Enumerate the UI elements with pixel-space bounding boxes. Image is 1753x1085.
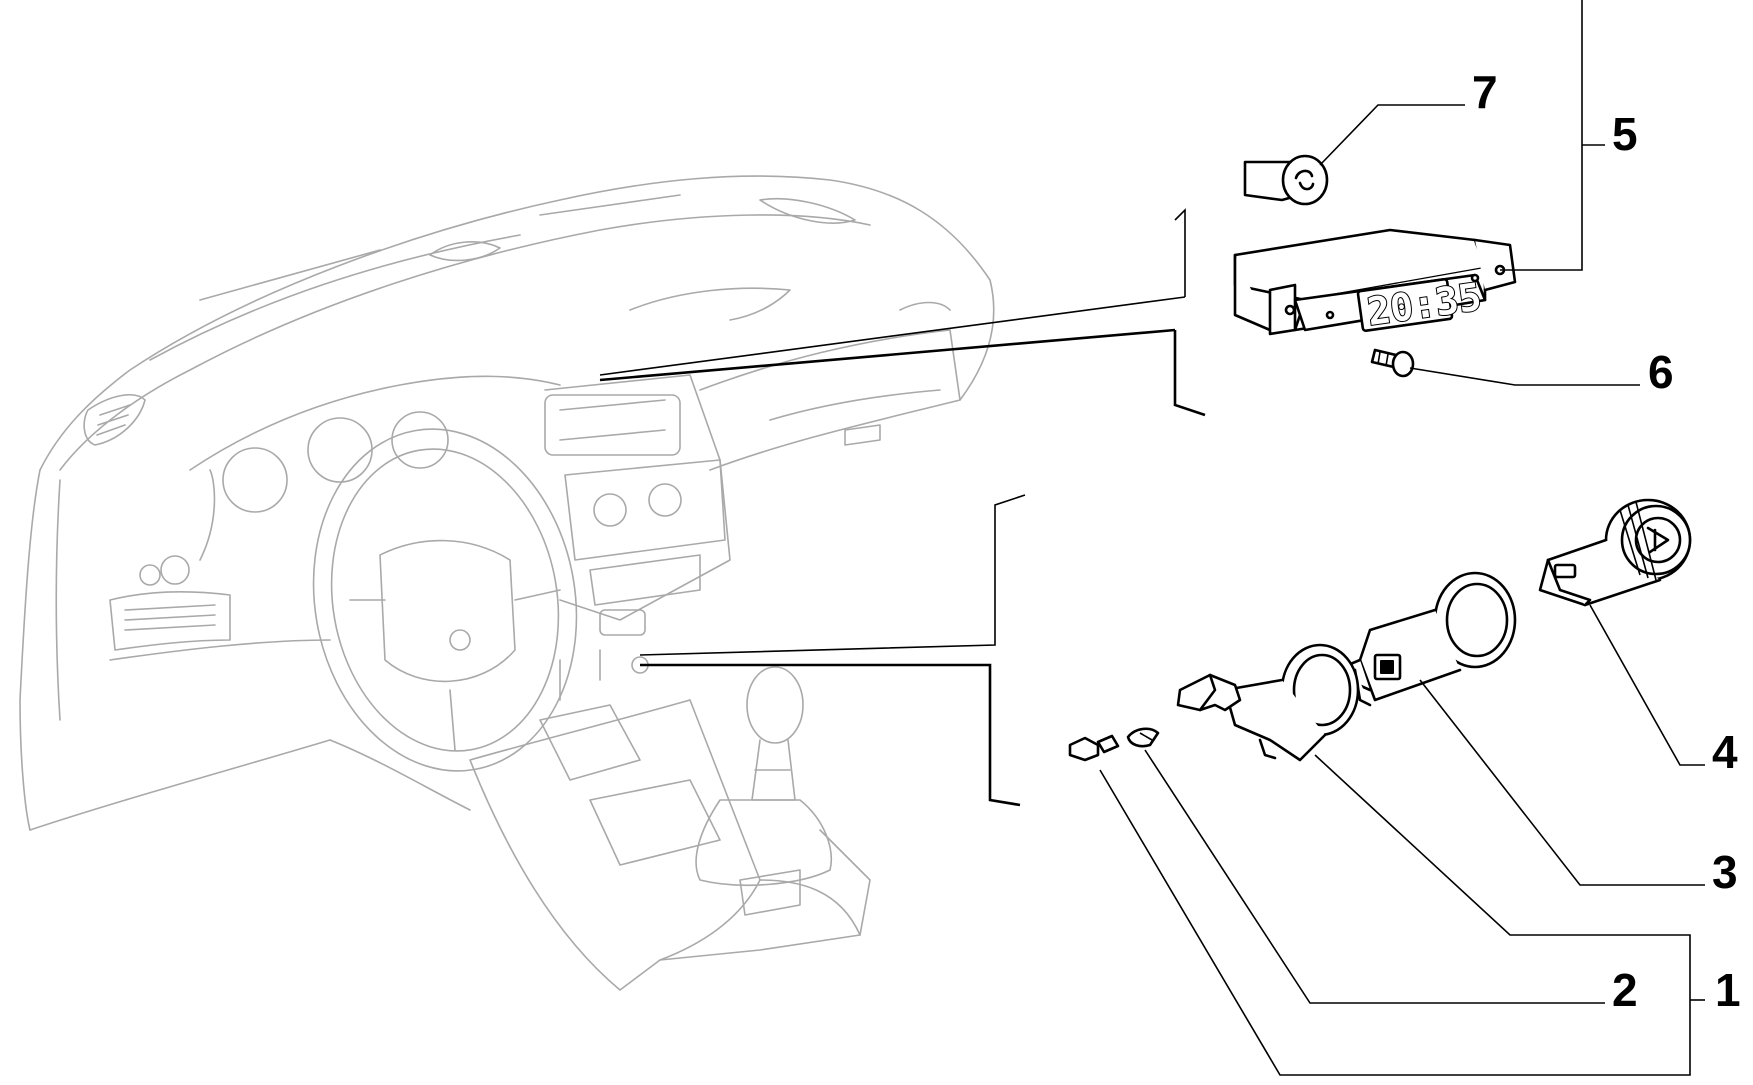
callout-5: 5 — [1612, 108, 1638, 160]
callout-3: 3 — [1712, 846, 1738, 898]
dashboard-illustration — [19, 175, 995, 991]
callout-4: 4 — [1712, 726, 1738, 778]
leader-lines — [599, 208, 1206, 807]
part-5-clock: 20:35 — [1233, 228, 1517, 336]
part-2-socket-housing — [1176, 643, 1360, 762]
callout-7: 7 — [1472, 66, 1498, 118]
callout-leaders — [1099, 0, 1705, 1076]
callout-2: 2 — [1612, 964, 1638, 1016]
part-7-bulb-holder — [1243, 154, 1329, 206]
part-1-bulbs — [1068, 727, 1160, 762]
part-6-screw — [1370, 348, 1415, 378]
callout-labels: 7 5 6 4 3 2 1 — [1472, 66, 1741, 1016]
part-4-cigar-lighter — [1538, 498, 1692, 607]
callout-6: 6 — [1648, 346, 1674, 398]
callout-1: 1 — [1715, 964, 1741, 1016]
part-3-lighter-socket — [1346, 571, 1517, 707]
